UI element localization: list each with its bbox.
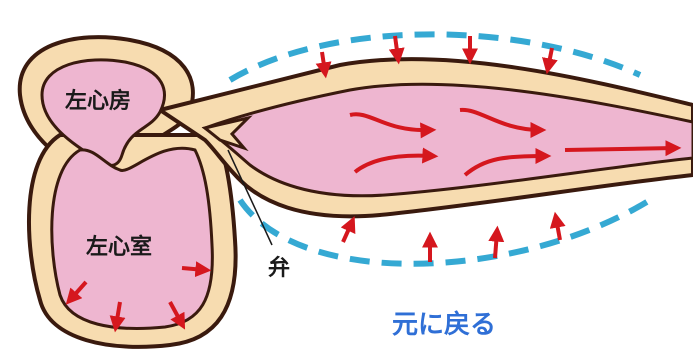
red-arrow-icon bbox=[495, 232, 497, 258]
bottom-pressure-arrows bbox=[343, 218, 560, 262]
red-arrow-icon bbox=[395, 36, 398, 58]
red-arrow-icon bbox=[548, 48, 552, 68]
red-arrow-icon bbox=[343, 222, 352, 242]
red-arrow-icon bbox=[182, 268, 205, 270]
red-arrow-icon bbox=[565, 148, 675, 150]
left-ventricle-label: 左心室 bbox=[86, 234, 152, 260]
back-link[interactable]: 元に戻る bbox=[392, 310, 496, 340]
valve-label: 弁 bbox=[268, 255, 290, 281]
red-arrow-icon bbox=[556, 218, 560, 240]
left-atrium-label: 左心房 bbox=[65, 88, 131, 114]
